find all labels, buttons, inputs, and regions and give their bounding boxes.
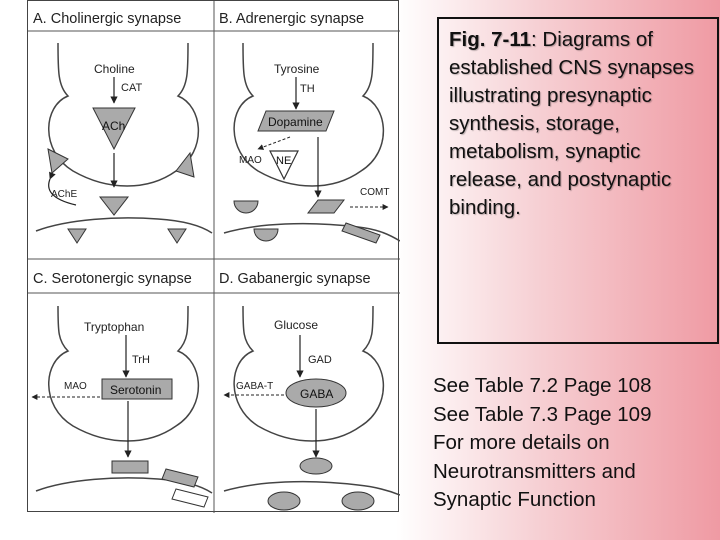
panel-c-transmitter-label: Serotonin: [110, 383, 161, 397]
panel-b-transmitter-label: Dopamine: [268, 115, 323, 129]
panel-b-title: B. Adrenergic synapse: [219, 11, 364, 27]
panel-d-precursor-label: Glucose: [274, 318, 318, 332]
panel-b: Tyrosine TH Dopamine NE MAO COMT: [223, 42, 400, 244]
panel-a-enzyme-label: CAT: [121, 82, 142, 94]
panel-c-precursor-label: Tryptophan: [84, 320, 144, 334]
panel-c-enzyme-label: TrH: [132, 354, 150, 366]
reference-notes: See Table 7.2 Page 108 See Table 7.3 Pag…: [433, 372, 718, 515]
panel-c-title: C. Serotonergic synapse: [33, 271, 192, 287]
caption-text: : Diagrams of established CNS synapses i…: [449, 28, 694, 219]
panel-d-enzyme-label: GAD: [308, 354, 332, 366]
panel-b-precursor-label: Tyrosine: [274, 62, 320, 76]
panel-b-comt-label: COMT: [360, 187, 389, 198]
panel-d-degrader-label: GABA-T: [236, 381, 273, 392]
panel-c: Tryptophan TrH Serotonin MAO: [31, 305, 213, 508]
panel-b-intermediate-label: NE: [276, 155, 291, 167]
caption-box: Fig. 7-11: Diagrams of established CNS s…: [437, 17, 719, 344]
panel-a: Choline CAT ACh AChE: [35, 42, 213, 244]
caption-fig-label: Fig. 7-11: [449, 28, 532, 51]
panel-a-precursor-label: Choline: [94, 62, 135, 76]
panel-a-title: A. Cholinergic synapse: [33, 11, 181, 27]
panel-b-mao-label: MAO: [239, 155, 262, 166]
panel-d: Glucose GAD GABA GABA-T: [223, 305, 400, 511]
panel-d-title: D. Gabanergic synapse: [219, 271, 371, 287]
panel-d-transmitter-label: GABA: [300, 387, 333, 401]
panel-c-mao-label: MAO: [64, 381, 87, 392]
note-line: For more details on: [433, 431, 610, 454]
note-line: See Table 7.2 Page 108: [433, 374, 652, 397]
panel-a-transmitter-label: ACh: [102, 119, 125, 133]
note-line: Neurotransmitters and: [433, 459, 636, 483]
note-line: See Table 7.3 Page 109: [433, 402, 652, 426]
note-line: Synaptic Function: [433, 488, 596, 511]
synapse-diagram-figure: A. Cholinergic synapse B. Adrenergic syn…: [27, 0, 400, 513]
panel-a-degrader-label: AChE: [51, 189, 77, 200]
panel-b-enzyme-label: TH: [300, 83, 315, 95]
synapse-diagram-svg: A. Cholinergic synapse B. Adrenergic syn…: [28, 1, 400, 513]
figure-caption: Fig. 7-11: Diagrams of established CNS s…: [449, 26, 711, 222]
